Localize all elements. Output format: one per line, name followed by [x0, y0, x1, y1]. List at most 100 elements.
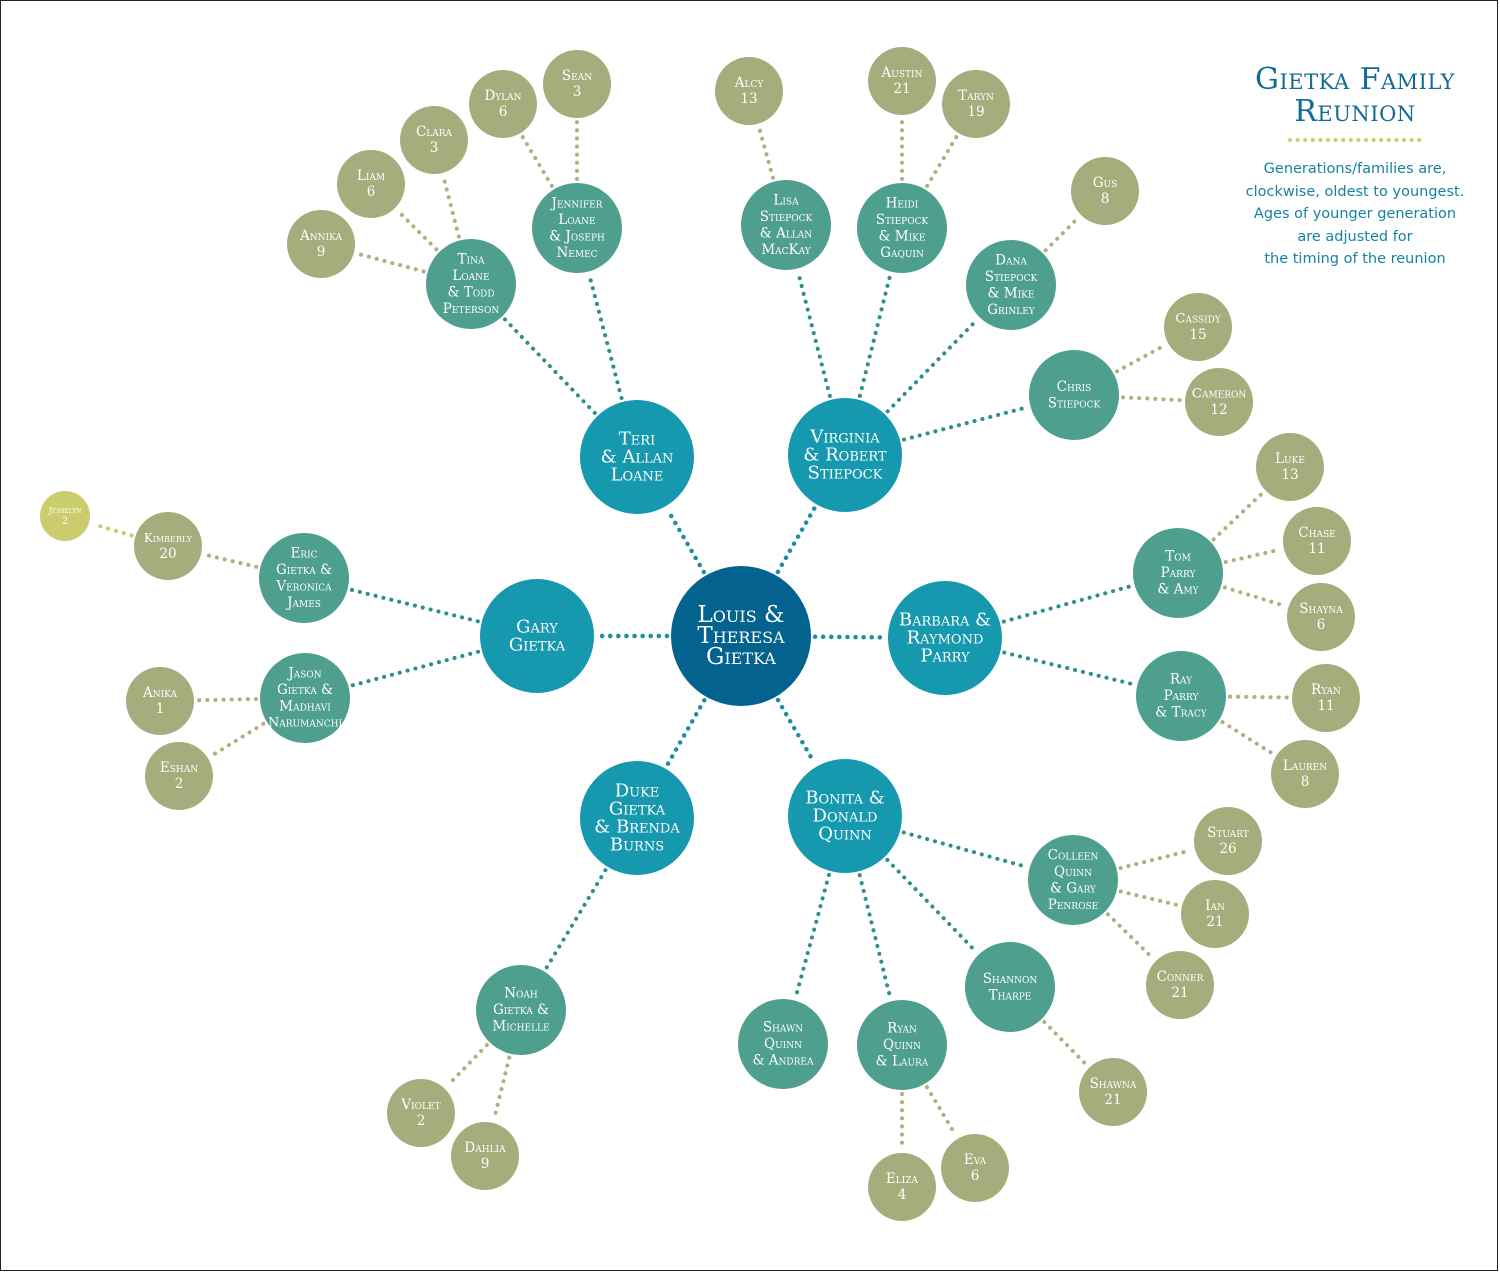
title-divider-dots — [1288, 138, 1422, 142]
person-circle — [469, 70, 537, 138]
person-name-line: Quinn — [818, 824, 872, 845]
divider-dot — [1303, 138, 1308, 142]
person-name-line: Gietka & — [276, 562, 332, 578]
person-circle — [1028, 835, 1118, 925]
connector-root-duke — [665, 698, 707, 768]
subtitle-line: clockwise, oldest to youngest. — [1245, 183, 1465, 200]
person-name-line: 6 — [499, 104, 508, 120]
person-name-line: Chase — [1298, 525, 1335, 541]
person-name-line: Gietka & — [493, 1002, 549, 1018]
connector-noah-violet — [445, 1043, 489, 1088]
person-circle — [1292, 664, 1360, 732]
person-name-line: Cameron — [1192, 387, 1247, 402]
person-name-line: Violet — [400, 1097, 440, 1113]
person-name-line: 3 — [430, 140, 439, 156]
person-circle — [580, 400, 694, 514]
connector-barbara-ray — [1002, 650, 1136, 687]
person-name-line: Dahlia — [464, 1140, 506, 1156]
person-circle — [857, 1000, 947, 1090]
person-circle — [941, 1134, 1009, 1202]
connector-duke-noah — [544, 868, 608, 971]
connector-tom-chase — [1223, 547, 1282, 565]
person-name-line: Grinley — [987, 302, 1036, 318]
person-circle — [857, 183, 947, 273]
person-name-line: Shayna — [1299, 601, 1343, 617]
person-circle — [966, 240, 1056, 330]
connector-tina-liam — [395, 208, 439, 252]
person-name-line: James — [285, 595, 321, 611]
person-name-line: Tina — [458, 251, 485, 267]
person-name-line: Nemec — [556, 245, 597, 261]
person-circle — [451, 1122, 519, 1190]
person-name-line: Gietka — [609, 799, 666, 820]
person-circle — [1185, 368, 1253, 436]
connector-bonita-shannon — [885, 857, 978, 954]
person-name-line: Lauren — [1283, 758, 1327, 774]
person-name-line: 13 — [740, 91, 757, 107]
divider-dot — [1310, 138, 1315, 142]
person-name-line: Quinn — [1054, 864, 1092, 880]
subtitle-line: are adjusted for — [1297, 228, 1413, 245]
person-circle — [1146, 951, 1214, 1019]
person-name-line: 2 — [62, 516, 68, 527]
connector-tina-annika — [355, 251, 426, 274]
person-name-line: 19 — [967, 104, 984, 120]
person-name-line: Dylan — [484, 88, 521, 104]
person-name-line: Eric — [290, 545, 317, 561]
person-name-line: Michelle — [492, 1019, 549, 1035]
person-name-line: & Tracy — [1155, 705, 1207, 721]
person-circle — [868, 1153, 936, 1221]
person-name-line: Parry — [1161, 565, 1197, 581]
connector-eric-kimberly — [202, 552, 259, 569]
person-name-line: Kimberly — [144, 531, 193, 545]
person-name-line: Heidi — [886, 195, 919, 211]
person-name-line: 21 — [893, 81, 910, 97]
person-circle — [40, 491, 90, 541]
connector-lisa-alcy — [757, 125, 775, 180]
person-name-line: Loane — [558, 212, 595, 228]
person-name-line: & Allan — [760, 225, 813, 241]
person-name-line: 21 — [1206, 914, 1223, 930]
person-name-line: Loane — [611, 465, 664, 486]
connector-kimberly-jesselyn — [90, 522, 134, 538]
connector-root-teri — [665, 507, 707, 575]
person-name-line: Gus — [1093, 175, 1118, 191]
person-name-line: Alcy — [734, 75, 765, 91]
person-name-line: Theresa — [697, 623, 785, 649]
divider-dot — [1402, 138, 1406, 142]
connector-root-bonita — [775, 697, 817, 766]
connector-lines — [90, 117, 1291, 1151]
person-name-line: & Brenda — [594, 817, 680, 838]
person-name-line: 21 — [1171, 985, 1188, 1001]
connector-gary-jason — [350, 649, 481, 688]
person-name-line: Ian — [1205, 898, 1225, 914]
person-name-line: Jason — [286, 665, 321, 681]
connector-noah-dahlia — [492, 1055, 512, 1122]
person-circle — [126, 667, 194, 735]
person-name-line: MacKay — [761, 242, 811, 258]
person-name-line: Madhavi — [279, 698, 331, 714]
connector-tom-luke — [1211, 491, 1265, 542]
connector-teri-tina — [502, 317, 597, 415]
person-circle — [476, 965, 566, 1055]
person-name-line: Clara — [416, 124, 453, 140]
